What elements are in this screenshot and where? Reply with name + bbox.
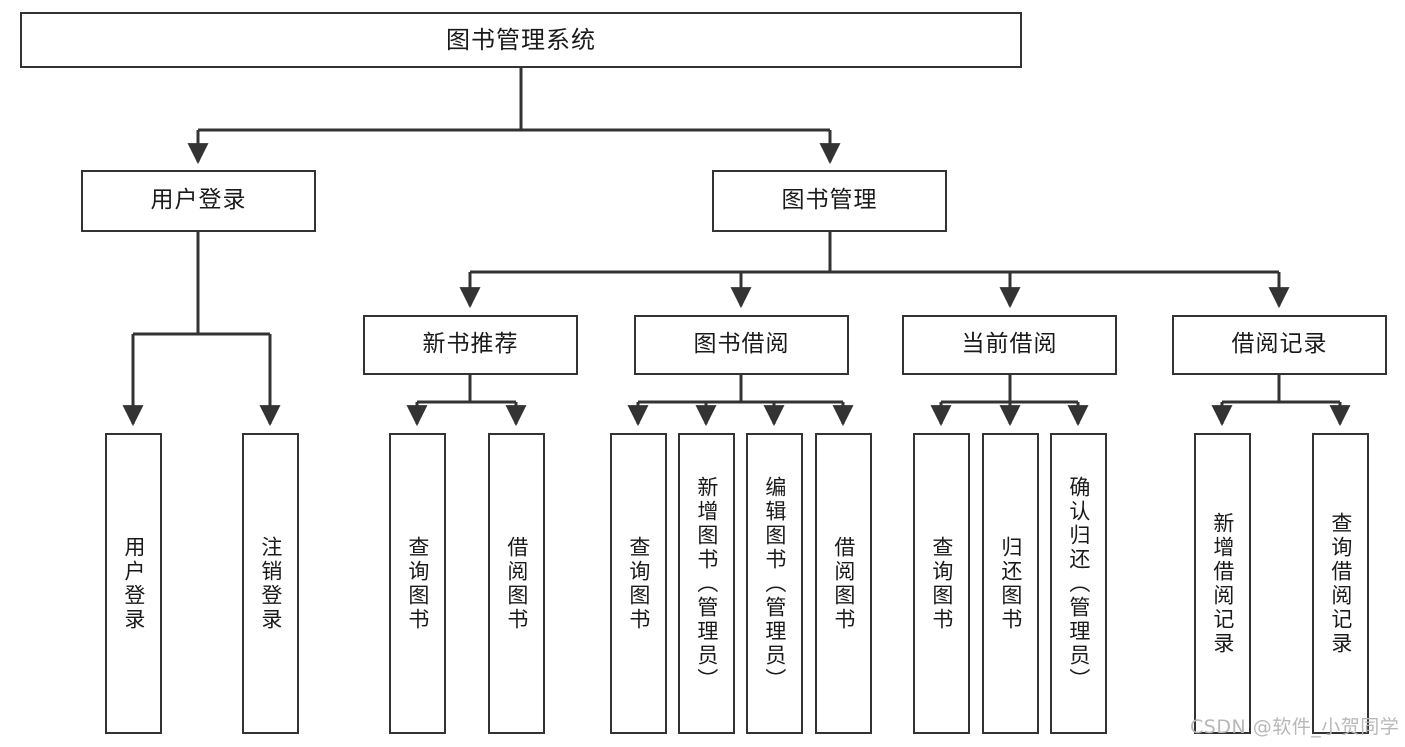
node-book-mgmt[interactable]: 图书管理 (712, 170, 947, 232)
node-current-borrow-label: 当前借阅 (961, 331, 1058, 358)
node-leaf-confirm-return-label: 确认归还（管理员） (1066, 475, 1091, 692)
node-leaf-add-book[interactable]: 新增图书（管理员） (678, 433, 735, 734)
node-book-borrow-label: 图书借阅 (693, 331, 790, 358)
node-leaf-add-book-label: 新增图书（管理员） (694, 475, 719, 692)
node-leaf-return-book[interactable]: 归还图书 (982, 433, 1039, 734)
node-new-book-rec-label: 新书推荐 (422, 331, 519, 358)
node-leaf-query-book-1-label: 查询图书 (405, 535, 430, 632)
node-leaf-borrow-book-2[interactable]: 借阅图书 (815, 433, 872, 734)
node-leaf-query-book-2-label: 查询图书 (626, 535, 651, 632)
node-leaf-edit-book[interactable]: 编辑图书（管理员） (746, 433, 803, 734)
node-leaf-user-login-label: 用户登录 (121, 535, 146, 632)
node-leaf-add-record[interactable]: 新增借阅记录 (1194, 433, 1251, 734)
node-leaf-confirm-return[interactable]: 确认归还（管理员） (1050, 433, 1107, 734)
node-leaf-query-record-label: 查询借阅记录 (1328, 511, 1353, 656)
node-root-label: 图书管理系统 (446, 25, 596, 54)
node-leaf-return-book-label: 归还图书 (998, 535, 1023, 632)
node-leaf-logout-label: 注销登录 (258, 535, 283, 632)
node-leaf-borrow-book-1-label: 借阅图书 (504, 535, 529, 632)
node-user-login-label: 用户登录 (150, 187, 247, 214)
node-user-login[interactable]: 用户登录 (81, 170, 316, 232)
node-new-book-rec[interactable]: 新书推荐 (363, 315, 578, 375)
node-current-borrow[interactable]: 当前借阅 (902, 315, 1117, 375)
node-leaf-edit-book-label: 编辑图书（管理员） (762, 475, 787, 692)
node-leaf-query-record[interactable]: 查询借阅记录 (1312, 433, 1369, 734)
node-leaf-add-record-label: 新增借阅记录 (1210, 511, 1235, 656)
node-leaf-query-book-1[interactable]: 查询图书 (389, 433, 446, 734)
node-leaf-borrow-book-1[interactable]: 借阅图书 (488, 433, 545, 734)
node-borrow-record-label: 借阅记录 (1231, 331, 1328, 358)
node-leaf-logout[interactable]: 注销登录 (242, 433, 299, 734)
watermark: CSDN @软件_小贺同学 (1190, 716, 1400, 738)
node-leaf-user-login[interactable]: 用户登录 (105, 433, 162, 734)
node-leaf-query-book-2[interactable]: 查询图书 (610, 433, 667, 734)
node-book-mgmt-label: 图书管理 (781, 187, 878, 214)
node-leaf-borrow-book-2-label: 借阅图书 (831, 535, 856, 632)
node-leaf-query-book-3-label: 查询图书 (929, 535, 954, 632)
node-borrow-record[interactable]: 借阅记录 (1172, 315, 1387, 375)
node-leaf-query-book-3[interactable]: 查询图书 (913, 433, 970, 734)
node-book-borrow[interactable]: 图书借阅 (634, 315, 849, 375)
node-root[interactable]: 图书管理系统 (20, 12, 1022, 68)
